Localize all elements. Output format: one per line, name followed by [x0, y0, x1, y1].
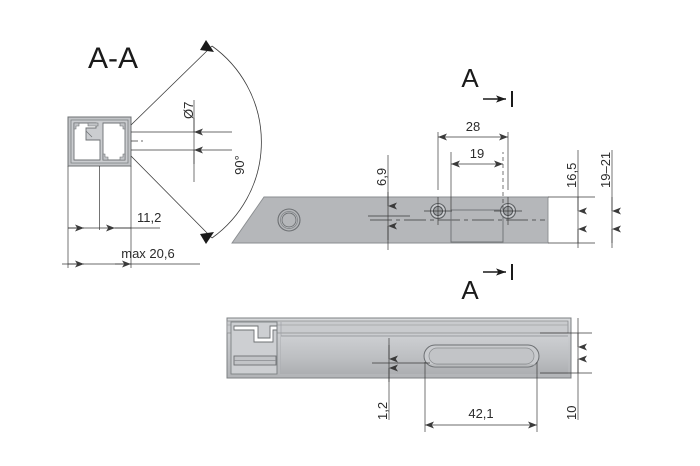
dim-max-20-6-label: max 20,6 [121, 246, 174, 261]
elevation-view: 1,2 42,1 10 [226, 317, 592, 432]
plan-recess [450, 209, 504, 243]
section-mark-top-letter: A [461, 63, 479, 93]
dim-42-1: 42,1 [424, 362, 538, 432]
dim-angle-90-label: 90° [232, 155, 247, 175]
dim-19-label: 19 [470, 146, 484, 161]
end-cap-profile [230, 321, 282, 375]
hole-screw-center [424, 197, 452, 225]
dim-1-2: 1,2 [372, 338, 430, 420]
angle-cone [130, 45, 262, 239]
dim-16-5-label: 16,5 [564, 163, 579, 188]
elevation-top-rail [226, 320, 569, 334]
plan-view: 6,9 28 19 16,5 [231, 63, 621, 305]
dim-28: 28 [437, 119, 509, 190]
dim-10: 10 [540, 318, 592, 420]
section-extension-lines [67, 166, 132, 268]
angle-arrowheads [200, 40, 214, 244]
dim-19: 19 [450, 146, 504, 210]
hole-screw-right [494, 197, 522, 225]
dim-max-20-6: max 20,6 [62, 246, 200, 268]
section-a-a: Ø7 90° A-A 11,2 max 20,6 [62, 40, 262, 268]
dim-6-9: 6,9 [368, 155, 410, 250]
dim-diameter-7: Ø7 [131, 100, 232, 182]
slot-oval [423, 344, 540, 368]
dim-16-5: 16,5 [548, 150, 595, 248]
dim-42-1-label: 42,1 [468, 406, 493, 421]
dim-28-label: 28 [466, 119, 480, 134]
dim-19-21: 19–21 [598, 150, 621, 248]
section-mark-bottom: A [461, 264, 513, 305]
profile-cross-section [67, 116, 145, 167]
dim-6-9-label: 6,9 [374, 168, 389, 186]
dim-10-label: 10 [564, 406, 579, 420]
dim-diameter-7-label: Ø7 [181, 102, 196, 119]
hole-countersunk-left [277, 208, 301, 232]
section-mark-top: A [461, 63, 513, 107]
dim-1-2-label: 1,2 [375, 402, 390, 420]
dim-19-21-label: 19–21 [598, 152, 613, 188]
section-title-a-a: A-A [88, 42, 138, 75]
dim-11-2: 11,2 [68, 210, 161, 232]
dim-11-2-label: 11,2 [137, 210, 161, 225]
section-mark-bottom-letter: A [461, 275, 479, 305]
